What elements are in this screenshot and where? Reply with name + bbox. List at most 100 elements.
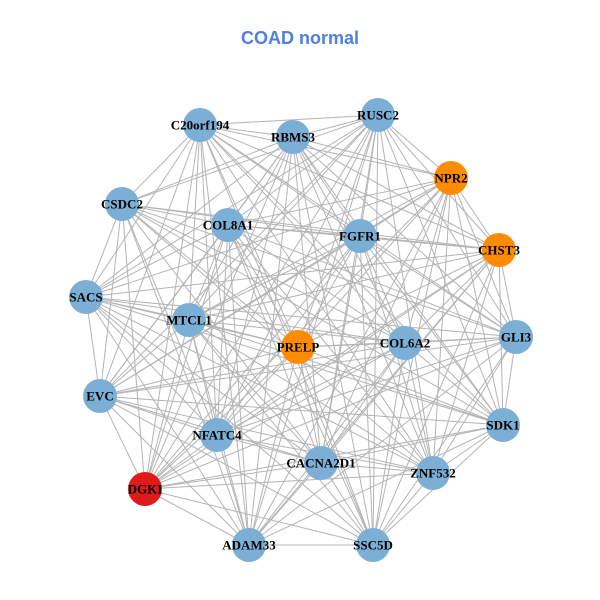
node-circle[interactable] [416,456,450,490]
edge-mtcl1-cacna2d1 [188,319,322,464]
node-circle[interactable] [232,528,266,562]
node-npr2[interactable]: NPR2 [434,161,468,195]
edge-chst3-adam33 [248,249,500,546]
edge-evc-znf532 [99,395,434,474]
node-gli3[interactable]: GLI3 [499,320,533,354]
node-nfatc4[interactable]: NFATC4 [192,418,242,452]
edge-col8a1-mtcl1 [188,224,229,321]
edge-col8a1-evc [99,224,229,397]
edge-mtcl1-evc [99,319,190,397]
edge-chst3-nfatc4 [216,249,500,436]
edge-col6a2-znf532 [404,342,434,474]
edge-col8a1-sacs [85,224,229,298]
node-circle[interactable] [83,379,117,413]
node-c20orf194[interactable]: C20orf194 [171,108,230,142]
edge-rbms3-csdc2 [121,136,294,205]
edge-gli3-ssc5d [372,336,517,546]
node-circle[interactable] [172,303,206,337]
edge-prelp-sdk1 [297,346,504,426]
node-rusc2[interactable]: RUSC2 [357,98,399,132]
edge-c20orf194-prelp [199,124,299,348]
edge-mtcl1-dgki [144,319,190,490]
node-circle[interactable] [434,161,468,195]
edge-nfatc4-cacna2d1 [216,434,322,464]
edge-chst3-prelp [297,249,500,348]
node-fgfr1[interactable]: FGFR1 [339,219,381,253]
edge-gli3-nfatc4 [216,336,517,436]
node-label: NFATC4 [192,428,242,443]
node-circle[interactable] [281,330,315,364]
edge-sacs-gli3 [85,296,517,338]
node-circle[interactable] [482,233,516,267]
node-circle[interactable] [128,472,162,506]
node-sacs[interactable]: SACS [69,280,103,314]
edge-fgfr1-evc [99,235,361,397]
node-circle[interactable] [499,320,533,354]
node-label: CSDC2 [101,197,143,212]
node-prelp[interactable]: PRELP [277,330,320,364]
edge-fgfr1-prelp [297,235,361,348]
edge-rusc2-sdk1 [377,114,504,426]
node-circle[interactable] [388,326,422,360]
edge-fgfr1-chst3 [359,235,500,251]
node-circle[interactable] [361,98,395,132]
edge-fgfr1-gli3 [359,235,517,338]
edge-fgfr1-ssc5d [359,235,374,546]
node-adam33[interactable]: ADAM33 [222,528,276,562]
node-circle[interactable] [486,408,520,442]
node-circle[interactable] [105,187,139,221]
node-evc[interactable]: EVC [83,379,117,413]
node-circle[interactable] [211,208,245,242]
edge-prelp-evc [99,346,299,397]
edge-rusc2-sacs [85,114,379,298]
edge-prelp-nfatc4 [216,346,299,436]
edge-csdc2-evc [99,203,123,397]
node-circle[interactable] [69,280,103,314]
edge-col8a1-prelp [227,224,299,348]
edge-col8a1-gli3 [227,224,517,338]
edge-sdk1-cacna2d1 [320,424,504,464]
node-dgki[interactable]: DGKI [128,472,163,506]
edge-mtcl1-sdk1 [188,319,504,426]
node-circle[interactable] [183,108,217,142]
node-circle[interactable] [200,418,234,452]
edge-rbms3-gli3 [292,136,517,338]
edge-col6a2-adam33 [248,342,406,546]
node-sdk1[interactable]: SDK1 [486,408,520,442]
node-circle[interactable] [276,120,310,154]
node-rbms3[interactable]: RBMS3 [271,120,316,154]
edge-fgfr1-dgki [144,235,361,490]
edge-gli3-adam33 [248,336,517,546]
node-csdc2[interactable]: CSDC2 [101,187,143,221]
node-label: PRELP [277,340,320,355]
node-label: RBMS3 [271,130,316,145]
edge-c20orf194-nfatc4 [199,124,218,436]
node-label: SACS [69,290,102,305]
node-col6a2[interactable]: COL6A2 [380,326,431,360]
edge-sacs-znf532 [85,296,434,474]
edge-npr2-col6a2 [404,177,452,344]
edge-c20orf194-col6a2 [199,124,406,344]
edge-col8a1-col6a2 [227,224,406,344]
edge-chst3-sacs [85,249,500,298]
edge-gli3-evc [99,336,517,397]
edge-fgfr1-col6a2 [359,235,406,344]
node-circle[interactable] [343,219,377,253]
node-col8a1[interactable]: COL8A1 [203,208,254,242]
edge-rbms3-fgfr1 [292,136,361,237]
node-circle[interactable] [304,446,338,480]
edge-rbms3-sdk1 [292,136,504,426]
edge-c20orf194-csdc2 [121,124,201,205]
edge-col6a2-sdk1 [404,342,504,426]
edge-rusc2-prelp [297,114,379,348]
edge-sacs-nfatc4 [85,296,218,436]
node-mtcl1[interactable]: MTCL1 [166,303,212,337]
edge-fgfr1-mtcl1 [188,235,361,321]
node-chst3[interactable]: CHST3 [478,233,520,267]
node-ssc5d[interactable]: SSC5D [353,528,393,562]
node-label: ZNF532 [410,466,456,481]
node-circle[interactable] [356,528,390,562]
node-znf532[interactable]: ZNF532 [410,456,456,490]
node-cacna2d1[interactable]: CACNA2D1 [286,446,356,480]
node-label: SDK1 [486,418,519,433]
